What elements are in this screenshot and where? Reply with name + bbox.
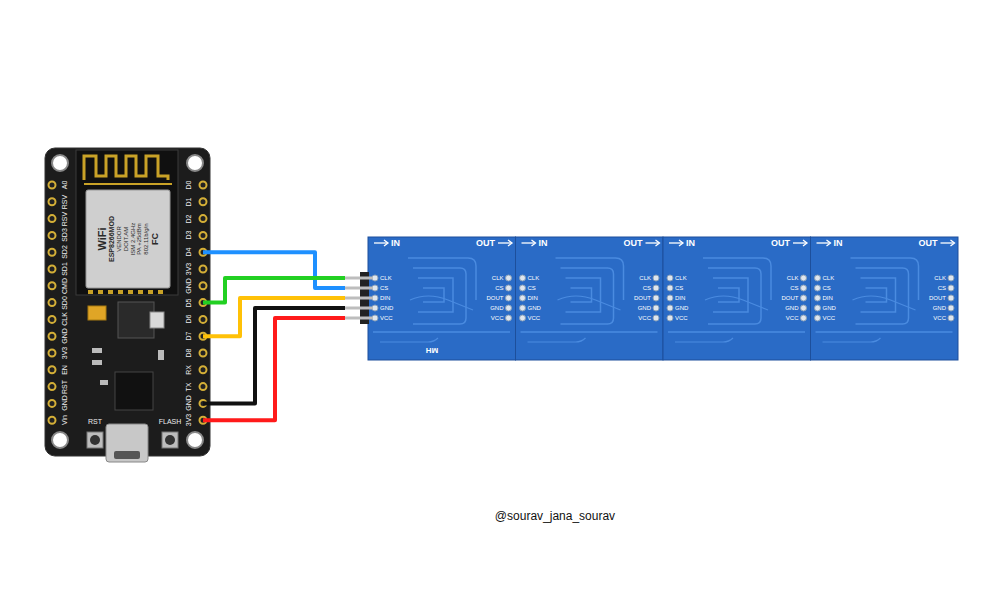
pin-label: A0 <box>61 181 68 190</box>
header-pin-label: VCC <box>675 315 688 321</box>
module-marking: VENDOR <box>116 226 123 252</box>
module-marking: DOIT.AM <box>123 227 130 251</box>
direction-label: IN <box>539 239 548 248</box>
header-pin-label: VCC <box>491 315 504 321</box>
module-marking: ISM 2.4GHz <box>130 223 137 256</box>
pin-label: D7 <box>185 332 192 341</box>
pin-label: TX <box>185 382 192 391</box>
button-label: FLASH <box>159 418 182 425</box>
header-pin-label: CS <box>528 285 536 291</box>
pin-label: RST <box>61 380 68 394</box>
direction-label: OUT <box>771 239 790 248</box>
pin-label: 3V3 <box>61 347 68 359</box>
pin-label: SD2 <box>61 245 68 259</box>
pin-label: D1 <box>185 197 192 206</box>
header-pin-label: VCC <box>933 315 946 321</box>
pin-label: Vin <box>61 415 68 425</box>
header-pin-label: CLK <box>528 275 540 281</box>
pin-label: CMD <box>61 278 68 294</box>
header-pin-label: GND <box>638 305 651 311</box>
header-pin-label: DOUT <box>634 295 651 301</box>
header-pin-label: DIN <box>528 295 538 301</box>
direction-label: OUT <box>919 239 938 248</box>
header-pin-label: CS <box>380 285 388 291</box>
header-pin-label: GND <box>675 305 688 311</box>
header-pin-label: DOUT <box>929 295 946 301</box>
header-pin-label: CLK <box>823 275 835 281</box>
pin-label: D8 <box>185 349 192 358</box>
module-marking: 802.11b/g/n <box>143 223 150 254</box>
pin-label: CLK <box>61 313 68 327</box>
header-pin-label: CS <box>495 285 503 291</box>
header-pin-label: VCC <box>786 315 799 321</box>
header-pin-label: CLK <box>787 275 799 281</box>
pin-label: 3V3 <box>185 414 192 426</box>
header-pin-label: CLK <box>934 275 946 281</box>
header-pin-label: CLK <box>639 275 651 281</box>
esp-module-marking-group: WiFiESP8266MODVENDORDOIT.AMISM 2.4GHzPA … <box>90 193 166 285</box>
header-pin-label: GND <box>380 305 393 311</box>
pin-label: SD3 <box>61 229 68 243</box>
direction-label: OUT <box>624 239 643 248</box>
header-pin-label: CS <box>938 285 946 291</box>
pin-label: D6 <box>185 315 192 324</box>
pin-label: D2 <box>185 214 192 223</box>
module-marking: PA +25dBm <box>136 223 143 254</box>
header-pin-label: VCC <box>823 315 836 321</box>
direction-label: OUT <box>476 239 495 248</box>
pin-label: RSV <box>61 211 68 225</box>
pin-label: D3 <box>185 231 192 240</box>
module-marking: ESP8266MOD <box>108 216 116 262</box>
module-marking: WiFi <box>96 227 108 250</box>
pin-label: RSV <box>61 195 68 209</box>
pin-label: SD1 <box>61 262 68 276</box>
header-pin-label: VCC <box>638 315 651 321</box>
direction-label: IN <box>391 239 400 248</box>
header-pin-label: DIN <box>380 295 390 301</box>
pin-label: 3V3 <box>185 263 192 275</box>
header-pin-label: GND <box>785 305 798 311</box>
header-pin-label: GND <box>933 305 946 311</box>
header-pin-label: CLK <box>675 275 687 281</box>
pin-label: GND <box>61 328 68 344</box>
header-pin-label: DOUT <box>487 295 504 301</box>
board-marking: MH <box>426 346 438 354</box>
watermark: @sourav_jana_sourav <box>495 510 615 522</box>
header-pin-label: GND <box>823 305 836 311</box>
pin-label: D5 <box>185 298 192 307</box>
pin-label: GND <box>61 396 68 412</box>
header-pin-label: CLK <box>492 275 504 281</box>
pin-label: EN <box>61 365 68 375</box>
direction-label: IN <box>834 239 843 248</box>
pin-label: GND <box>185 396 192 412</box>
pin-label: RX <box>185 365 192 375</box>
header-pin-label: CS <box>790 285 798 291</box>
header-pin-label: DIN <box>675 295 685 301</box>
pin-label: D0 <box>185 181 192 190</box>
pin-label: SD0 <box>61 296 68 310</box>
header-pin-label: CS <box>675 285 683 291</box>
pin-label: GND <box>185 278 192 294</box>
direction-label: IN <box>686 239 695 248</box>
header-pin-label: GND <box>528 305 541 311</box>
header-pin-label: CLK <box>380 275 392 281</box>
button-label: RST <box>88 418 102 425</box>
header-pin-label: CS <box>643 285 651 291</box>
header-pin-label: GND <box>490 305 503 311</box>
header-pin-label: VCC <box>380 315 393 321</box>
module-marking: FC <box>150 233 160 245</box>
header-pin-label: DIN <box>823 295 833 301</box>
pin-label: D4 <box>185 248 192 257</box>
header-pin-label: DOUT <box>782 295 799 301</box>
header-pin-label: VCC <box>528 315 541 321</box>
header-pin-label: CS <box>823 285 831 291</box>
